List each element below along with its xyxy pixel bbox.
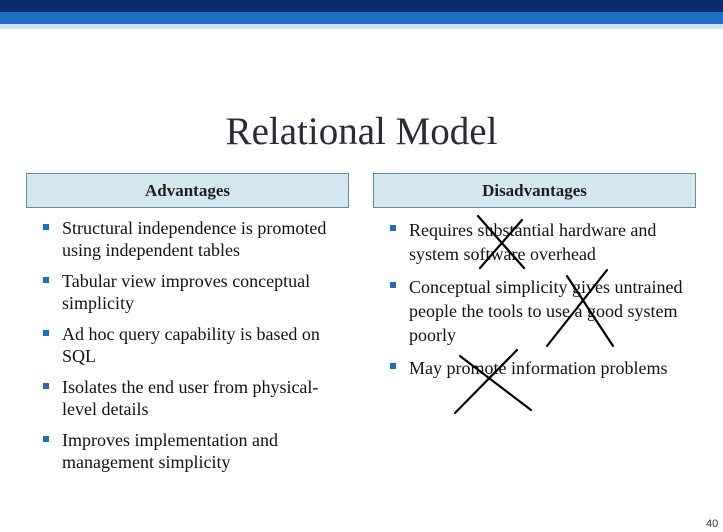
- advantage-item: Improves implementation and management s…: [42, 429, 332, 473]
- advantage-item: Isolates the end user from physical-leve…: [42, 376, 332, 420]
- advantage-item: Tabular view improves conceptual simplic…: [42, 270, 332, 314]
- bullet-icon: [390, 225, 396, 231]
- bullet-icon: [43, 277, 49, 283]
- disadvantage-item: Conceptual simplicity gives untrained pe…: [389, 275, 699, 347]
- disadvantage-text: Requires substantial hardware and system…: [409, 220, 657, 264]
- advantage-text: Tabular view improves conceptual simplic…: [62, 271, 311, 313]
- bullet-icon: [43, 330, 49, 336]
- bullet-icon: [390, 282, 396, 288]
- advantage-text: Ad hoc query capability is based on SQL: [62, 324, 320, 366]
- disadvantage-text: Conceptual simplicity gives untrained pe…: [409, 277, 683, 345]
- bullet-icon: [390, 363, 396, 369]
- advantage-text: Isolates the end user from physical-leve…: [62, 377, 319, 419]
- advantage-item: Ad hoc query capability is based on SQL: [42, 323, 332, 367]
- disadvantage-item: Requires substantial hardware and system…: [389, 218, 699, 266]
- advantages-header: Advantages: [26, 173, 349, 208]
- advantage-text: Improves implementation and management s…: [62, 430, 278, 472]
- advantages-list: Structural independence is promoted usin…: [42, 217, 332, 482]
- advantage-item: Structural independence is promoted usin…: [42, 217, 332, 261]
- disadvantages-list: Requires substantial hardware and system…: [389, 218, 699, 389]
- advantage-text: Structural independence is promoted usin…: [62, 218, 327, 260]
- top-band-dark: [0, 0, 723, 12]
- top-band-mid: [0, 12, 723, 24]
- bullet-icon: [43, 383, 49, 389]
- slide-number: 40: [706, 518, 719, 530]
- bullet-icon: [43, 224, 49, 230]
- disadvantage-item: May promote information problems: [389, 356, 699, 380]
- disadvantage-text: May promote information problems: [409, 358, 668, 378]
- disadvantages-header: Disadvantages: [373, 173, 696, 208]
- bullet-icon: [43, 436, 49, 442]
- slide-title: Relational Model: [225, 110, 498, 153]
- top-band-light: [0, 24, 723, 29]
